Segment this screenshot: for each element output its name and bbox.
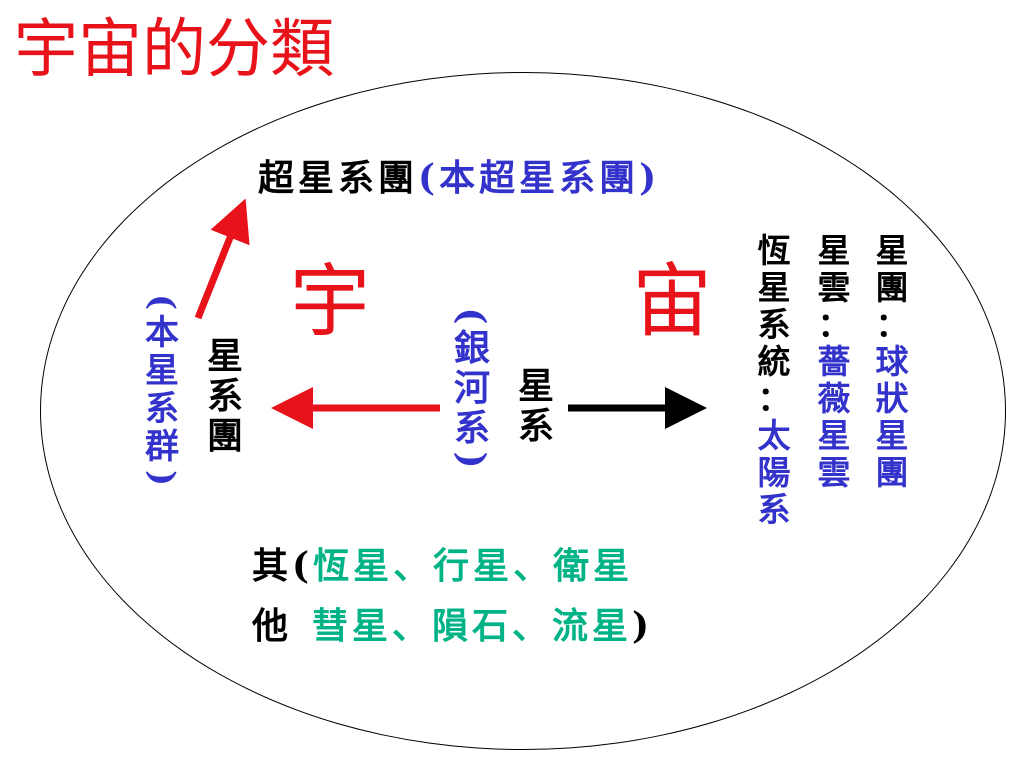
vertical-char: 系: [757, 490, 791, 529]
others-list-1: 恆星、行星、衛星: [313, 545, 634, 587]
vertical-char: 陽: [757, 453, 791, 492]
vertical-char: 星: [145, 351, 179, 391]
supercluster-close-paren: ): [639, 157, 661, 199]
others-list-2: 彗星、隕石、流星: [312, 605, 633, 647]
vertical-char: 本: [145, 313, 179, 353]
others-close-paren: ): [632, 605, 654, 647]
vertical-char: 統: [757, 342, 791, 381]
vertical-char: 球: [875, 342, 909, 381]
vertical-char: (: [450, 307, 493, 325]
others-label-top: 其: [252, 545, 293, 587]
others-line-1: 其(恆星、行星、衛星: [252, 548, 633, 584]
stellar-system-example: 太陽系: [758, 417, 791, 528]
vertical-char: 系: [145, 389, 179, 429]
vertical-char: 星: [875, 416, 909, 455]
universe-char-yu: 宇: [290, 255, 370, 348]
vertical-char: 團: [875, 268, 909, 307]
vertical-char: 星: [875, 231, 909, 270]
vertical-char: 河: [453, 367, 490, 409]
vertical-char: 太: [757, 416, 791, 455]
vertical-char: 團: [875, 453, 909, 492]
cluster-column: 星團： 球狀星團: [872, 232, 912, 491]
vertical-char: 薇: [817, 379, 851, 418]
vertical-char: ：: [875, 305, 909, 344]
arrow-to-supercluster: [194, 198, 250, 320]
vertical-char: 系: [453, 407, 490, 449]
galaxy-example: ( 銀河系): [450, 304, 493, 472]
vertical-char: ：: [817, 305, 851, 344]
supercluster-example: 本超星系團: [439, 157, 640, 199]
galaxy-group-example: ( 本星系群): [142, 290, 182, 490]
vertical-char: (: [142, 293, 182, 311]
stellar-system-label: 恆星系統：: [758, 232, 791, 417]
cluster-example: 球狀星團: [876, 343, 909, 491]
vertical-char: 系: [206, 375, 243, 417]
vertical-char: ): [450, 451, 493, 469]
vertical-char: 星: [817, 416, 851, 455]
vertical-char: 雲: [817, 268, 851, 307]
universe-ellipse: [40, 72, 1006, 750]
vertical-char: 雲: [817, 453, 851, 492]
vertical-char: 銀: [453, 327, 490, 369]
supercluster-name: 超星系團: [258, 157, 419, 199]
vertical-char: 團: [206, 415, 243, 457]
vertical-char: ：: [757, 379, 791, 418]
others-line-2: 他彗星、隕石、流星): [252, 608, 653, 644]
vertical-char: 系: [757, 305, 791, 344]
vertical-char: 星: [817, 231, 851, 270]
vertical-char: ): [142, 469, 182, 487]
cluster-label: 星團：: [876, 232, 909, 343]
supercluster-open-paren: (: [418, 157, 440, 199]
others-open-paren: (: [292, 545, 314, 587]
vertical-char: 星: [206, 335, 243, 377]
vertical-char: 狀: [875, 379, 909, 418]
nebula-example: 薔薇星雲: [818, 343, 851, 491]
vertical-char: 薔: [817, 342, 851, 381]
galaxy-group-label: 星系團: [205, 336, 245, 456]
vertical-char: 星: [757, 268, 791, 307]
vertical-char: 群: [145, 427, 179, 467]
nebula-label: 星雲：: [818, 232, 851, 343]
vertical-char: 星: [517, 365, 554, 407]
supercluster-label: 超星系團(本超星系團): [258, 160, 660, 196]
vertical-char: 系: [517, 405, 554, 447]
page-title: 宇宙的分類: [14, 13, 334, 87]
nebula-column: 星雲： 薔薇星雲: [814, 232, 854, 491]
universe-char-zhou: 宙: [632, 255, 712, 348]
others-label-bottom: 他: [252, 605, 293, 647]
stellar-system-column: 恆星系統： 太陽系: [754, 232, 794, 528]
vertical-char: 恆: [757, 231, 791, 270]
galaxy-label: 星系: [516, 366, 556, 446]
